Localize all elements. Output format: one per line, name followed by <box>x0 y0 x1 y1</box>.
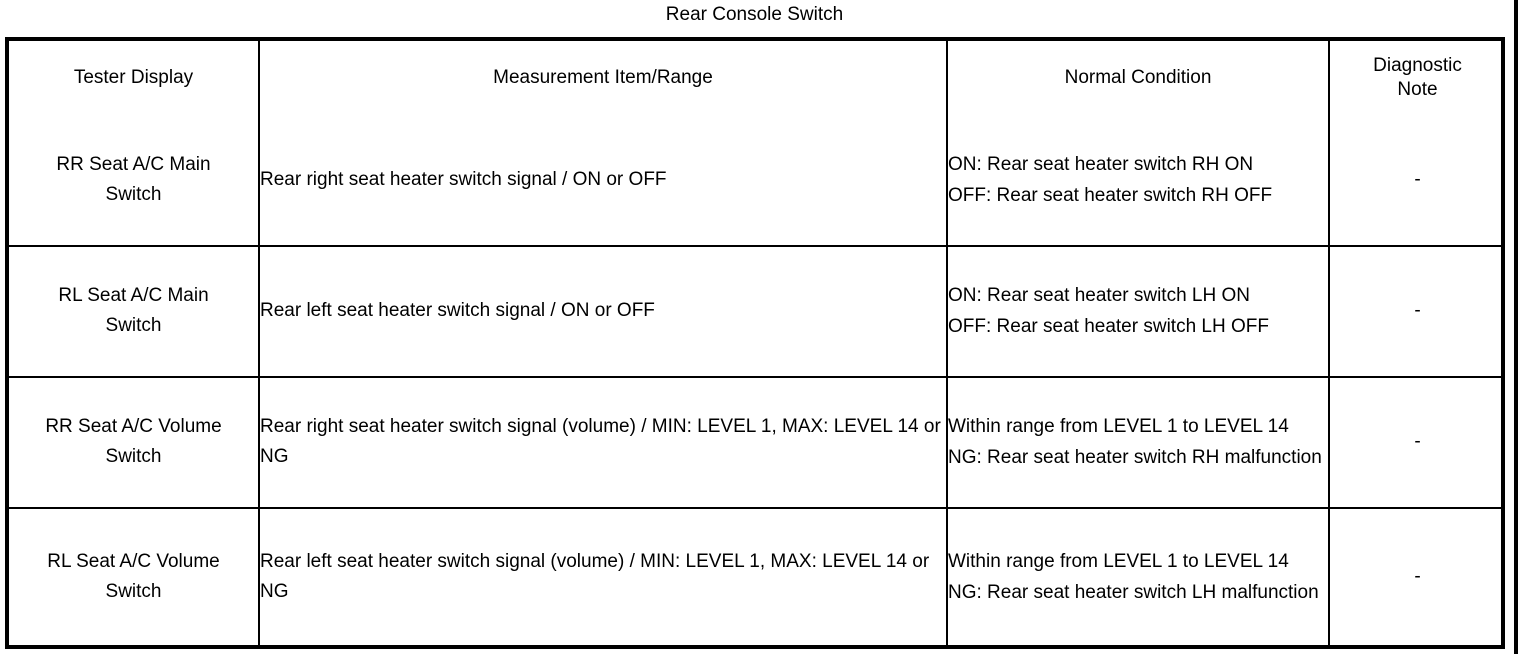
table-row: RR Seat A/C Volume Switch Rear right sea… <box>9 375 1505 509</box>
cell-measurement: Rear right seat heater switch signal / O… <box>258 115 948 247</box>
cell-normal-condition: ON: Rear seat heater switch LH ON OFF: R… <box>946 244 1330 378</box>
rear-console-switch-table: Tester Display Measurement Item/Range No… <box>9 41 1505 645</box>
column-header-diagnostic-note: Diagnostic Note <box>1328 41 1505 115</box>
cell-tester-display: RR Seat A/C Main Switch <box>9 115 260 247</box>
column-header-normal-condition: Normal Condition <box>946 41 1330 115</box>
column-header-tester-display: Tester Display <box>9 41 260 115</box>
table-row: RL Seat A/C Main Switch Rear left seat h… <box>9 244 1505 378</box>
spec-table-container: Tester Display Measurement Item/Range No… <box>5 37 1505 649</box>
cell-normal-condition: Within range from LEVEL 1 to LEVEL 14 NG… <box>946 506 1330 645</box>
cell-diagnostic-note: - <box>1328 115 1505 247</box>
table-row: RR Seat A/C Main Switch Rear right seat … <box>9 115 1505 247</box>
page-edge-rule <box>1514 0 1518 654</box>
cell-tester-display: RL Seat A/C Main Switch <box>9 244 260 378</box>
cell-measurement: Rear left seat heater switch signal (vol… <box>258 506 948 645</box>
table-row: RL Seat A/C Volume Switch Rear left seat… <box>9 506 1505 645</box>
cell-tester-display: RL Seat A/C Volume Switch <box>9 506 260 645</box>
cell-measurement: Rear left seat heater switch signal / ON… <box>258 244 948 378</box>
cell-diagnostic-note: - <box>1328 244 1505 378</box>
column-header-measurement-item-range: Measurement Item/Range <box>258 41 948 115</box>
cell-diagnostic-note: - <box>1328 506 1505 645</box>
page-title: Rear Console Switch <box>665 4 844 25</box>
table-body: RR Seat A/C Main Switch Rear right seat … <box>9 115 1505 645</box>
cell-tester-display: RR Seat A/C Volume Switch <box>9 375 260 509</box>
cell-diagnostic-note: - <box>1328 375 1505 509</box>
table-header: Tester Display Measurement Item/Range No… <box>9 41 1505 115</box>
cell-measurement: Rear right seat heater switch signal (vo… <box>258 375 948 509</box>
table-header-row: Tester Display Measurement Item/Range No… <box>9 41 1505 115</box>
cell-normal-condition: ON: Rear seat heater switch RH ON OFF: R… <box>946 115 1330 247</box>
cell-normal-condition: Within range from LEVEL 1 to LEVEL 14 NG… <box>946 375 1330 509</box>
